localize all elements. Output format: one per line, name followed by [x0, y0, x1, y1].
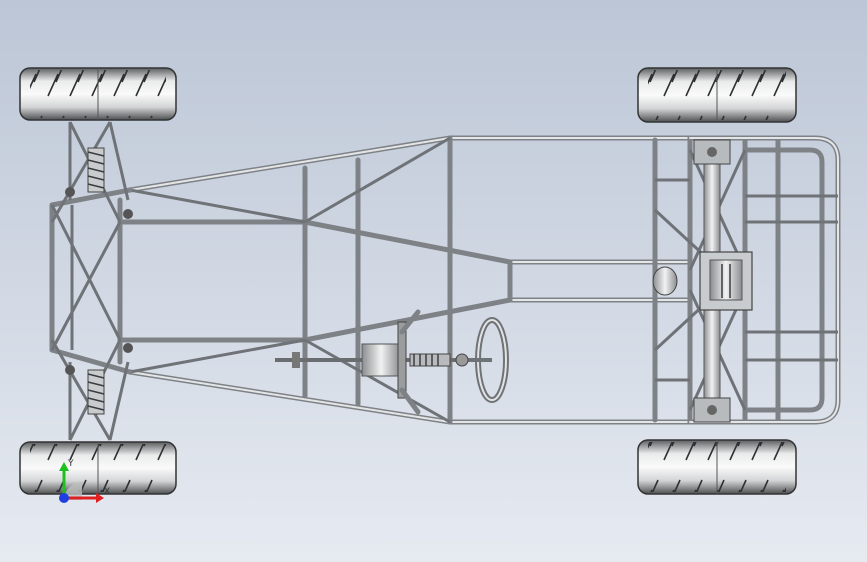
tire-rear-top[interactable] — [637, 67, 797, 123]
y-axis-arrow-icon — [59, 462, 69, 471]
tire-rear-bottom[interactable] — [637, 439, 797, 495]
front-suspension-bottom[interactable] — [50, 339, 133, 441]
tire-front-bottom[interactable] — [19, 441, 177, 495]
x-axis-arrow-icon — [96, 493, 104, 503]
z-axis-icon — [59, 493, 69, 503]
front-suspension-top[interactable] — [50, 121, 133, 223]
steering-assembly[interactable] — [275, 309, 509, 415]
engine-unit[interactable] — [652, 251, 753, 311]
y-axis-label: Y — [67, 459, 74, 469]
tire-front-top[interactable] — [19, 67, 177, 121]
main-frame[interactable] — [49, 135, 693, 425]
seat-bracket-icon — [361, 343, 401, 377]
axis-triad: X Y — [59, 459, 110, 503]
x-axis-label: X — [104, 487, 110, 497]
